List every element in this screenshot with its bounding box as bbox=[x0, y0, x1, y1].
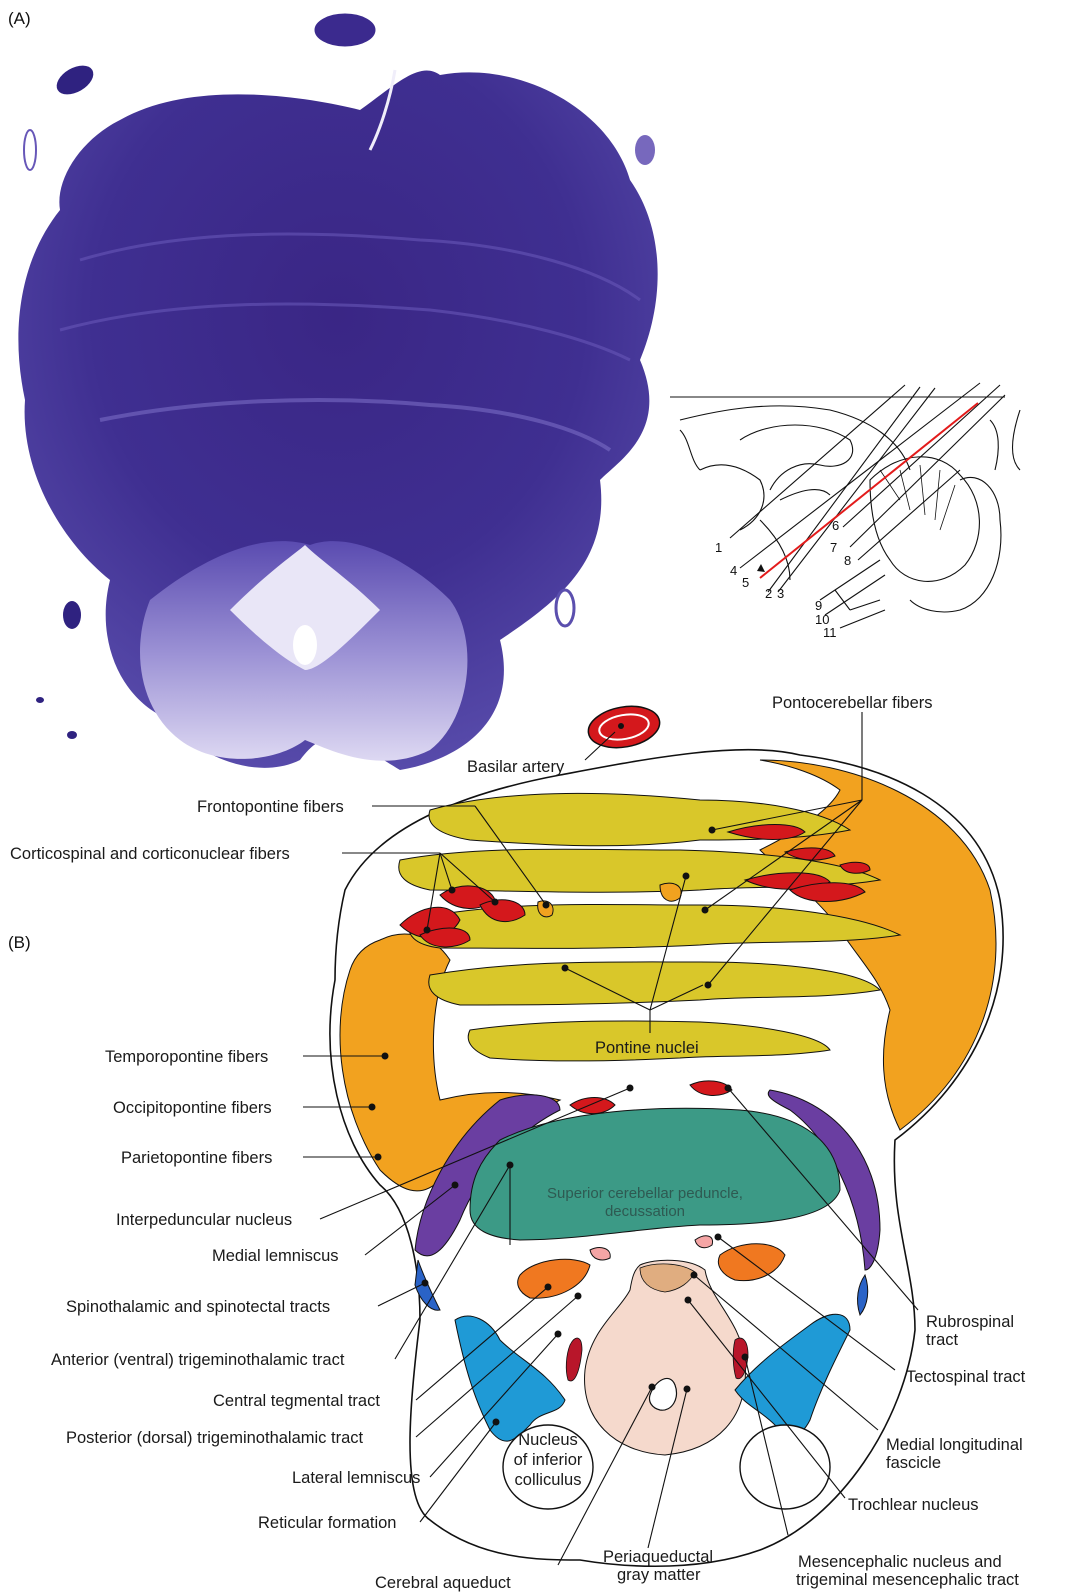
stained-section bbox=[18, 12, 657, 770]
inset-num-1: 1 bbox=[715, 540, 722, 555]
inf-coll-label-2: of inferior bbox=[514, 1451, 583, 1469]
label-posterior-trigeminothalamic: Posterior (dorsal) trigeminothalamic tra… bbox=[66, 1429, 364, 1447]
label-occipitopontine: Occipitopontine fibers bbox=[113, 1099, 272, 1117]
panel-label-a: (A) bbox=[8, 9, 31, 28]
label-reticular: Reticular formation bbox=[258, 1514, 396, 1532]
label-medial-lemniscus: Medial lemniscus bbox=[212, 1247, 339, 1265]
label-pontine-nuclei: Pontine nuclei bbox=[595, 1039, 699, 1057]
label-cerebral-aqueduct: Cerebral aqueduct bbox=[375, 1574, 511, 1592]
inset-num-2: 2 bbox=[765, 586, 772, 601]
label-mesencephalic-1: Mesencephalic nucleus and bbox=[798, 1553, 1002, 1571]
inset-num-11: 11 bbox=[823, 625, 837, 640]
label-tectospinal: Tectospinal tract bbox=[906, 1368, 1026, 1386]
label-periaqueductal-1: Periaqueductal bbox=[603, 1548, 713, 1566]
inset-num-5: 5 bbox=[742, 575, 749, 590]
sagittal-inset: 1 2 3 4 5 6 7 8 9 10 11 bbox=[670, 383, 1020, 640]
inset-num-4: 4 bbox=[730, 563, 737, 578]
inf-coll-label-1: Nucleus bbox=[518, 1431, 578, 1449]
basilar-artery bbox=[585, 701, 663, 753]
label-corticospinal: Corticospinal and corticonuclear fibers bbox=[10, 845, 290, 863]
label-rubrospinal-2: tract bbox=[926, 1331, 959, 1349]
inferior-colliculus-right bbox=[740, 1425, 830, 1509]
label-anterior-trigeminothalamic: Anterior (ventral) trigeminothalamic tra… bbox=[51, 1351, 345, 1369]
label-periaqueductal-2: gray matter bbox=[617, 1566, 701, 1584]
label-mlf-2: fascicle bbox=[886, 1454, 941, 1472]
label-pontocerebellar: Pontocerebellar fibers bbox=[772, 694, 933, 712]
label-spinothalamic: Spinothalamic and spinotectal tracts bbox=[66, 1298, 330, 1316]
label-mesencephalic-2: trigeminal mesencephalic tract bbox=[796, 1571, 1019, 1589]
inset-num-7: 7 bbox=[830, 540, 837, 555]
label-parietopontine: Parietopontine fibers bbox=[121, 1149, 272, 1167]
label-central-tegmental: Central tegmental tract bbox=[213, 1392, 380, 1410]
label-mlf-1: Medial longitudinal bbox=[886, 1436, 1023, 1454]
inset-num-9: 9 bbox=[815, 598, 822, 613]
scp-label-1: Superior cerebellar peduncle, bbox=[547, 1185, 743, 1202]
panel-label-b: (B) bbox=[8, 933, 31, 952]
label-frontopontine: Frontopontine fibers bbox=[197, 798, 344, 816]
inset-num-8: 8 bbox=[844, 553, 851, 568]
label-interpeduncular: Interpeduncular nucleus bbox=[116, 1211, 292, 1229]
scp-label-2: decussation bbox=[605, 1203, 685, 1220]
label-basilar-artery: Basilar artery bbox=[467, 758, 565, 776]
label-lateral-lemniscus: Lateral lemniscus bbox=[292, 1469, 420, 1487]
inf-coll-label-3: colliculus bbox=[515, 1471, 582, 1489]
inset-num-6: 6 bbox=[832, 518, 839, 533]
label-temporopontine: Temporopontine fibers bbox=[105, 1048, 268, 1066]
inset-num-3: 3 bbox=[777, 586, 784, 601]
label-rubrospinal-1: Rubrospinal bbox=[926, 1313, 1014, 1331]
label-trochlear: Trochlear nucleus bbox=[848, 1496, 979, 1514]
